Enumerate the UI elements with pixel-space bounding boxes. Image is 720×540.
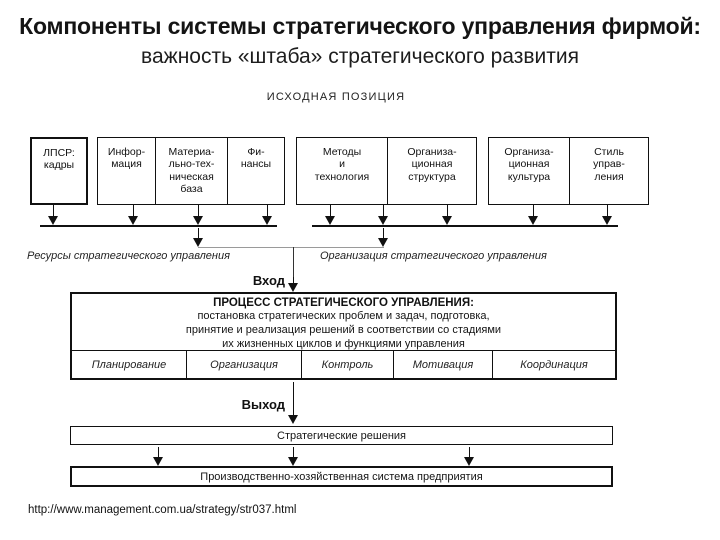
production-system-box: Производственно-хозяйственная система пр…	[70, 466, 613, 487]
resources-collector-line	[40, 225, 277, 227]
connector-arrow	[47, 205, 59, 225]
input-label: Вход	[252, 273, 285, 288]
process-description: постановка стратегических проблем и зада…	[185, 310, 502, 351]
slide-title-line1: Компоненты системы стратегического управ…	[19, 13, 701, 39]
center-connector-line	[293, 247, 294, 279]
box-information: Инфор- мация	[107, 146, 146, 171]
connector-arrow	[324, 205, 336, 225]
diagram-heading-initial-position: ИСХОДНАЯ ПОЗИЦИЯ	[266, 91, 406, 103]
box-material-base: Материа- льно-тех- ническая база	[155, 138, 227, 204]
output-label: Выход	[241, 397, 285, 412]
function-motivation: Мотивация	[393, 351, 492, 378]
organization-label: Организация стратегического управления	[320, 250, 547, 262]
connector-arrow	[527, 205, 539, 225]
connector-arrow	[261, 205, 273, 225]
connector-arrow	[192, 228, 204, 247]
function-coordination: Координация	[492, 351, 615, 378]
management-functions-row: Планирование Организация Контроль Мотива…	[72, 350, 615, 378]
connector-arrow	[152, 447, 164, 466]
production-system-label: Производственно-хозяйственная система пр…	[200, 470, 483, 483]
resources-label: Ресурсы стратегического управления	[27, 250, 230, 262]
connector-arrow	[463, 447, 475, 466]
group-methods-structure-boxes: Методы и технология Организа- ционная ст…	[296, 137, 477, 205]
group-culture-style-boxes: Организа- ционная культура Стиль управ- …	[488, 137, 649, 205]
output-arrow	[287, 402, 299, 424]
box-management-style: Стиль управ- ления	[569, 138, 648, 204]
connector-arrow	[601, 205, 613, 225]
function-planning: Планирование	[91, 358, 167, 371]
connector-arrow	[192, 205, 204, 225]
strategic-decisions-box: Стратегические решения	[70, 426, 613, 445]
slide-title-line2: важность «штаба» стратегического развити…	[141, 45, 579, 68]
box-org-structure: Организа- ционная структура	[387, 138, 476, 204]
connector-arrow	[287, 447, 299, 466]
box-finances: Фи- нансы	[227, 138, 284, 204]
connector-arrow	[377, 205, 389, 225]
connector-arrow	[127, 205, 139, 225]
group-resources-boxes: Инфор- мация Материа- льно-тех- ническая…	[97, 137, 285, 205]
process-box: ПРОЦЕСС СТРАТЕГИЧЕСКОГО УПРАВЛЕНИЯ: пост…	[70, 292, 617, 380]
box-lpsr-kadry: ЛПСР: кадры	[30, 137, 88, 205]
organization-collector-line	[312, 225, 618, 227]
strategic-decisions-label: Стратегические решения	[277, 429, 406, 442]
box-org-culture: Организа- ционная культура	[504, 146, 554, 183]
connector-arrow	[377, 228, 389, 247]
box-methods-technology: Методы и технология	[314, 146, 370, 183]
bracket-line	[198, 247, 384, 248]
input-arrow	[287, 277, 299, 292]
function-control: Контроль	[301, 351, 393, 378]
function-organization: Организация	[186, 351, 301, 378]
output-connector-line	[293, 382, 294, 402]
process-title: ПРОЦЕСС СТРАТЕГИЧЕСКОГО УПРАВЛЕНИЯ:	[213, 297, 474, 309]
source-url: http://www.management.com.ua/strategy/st…	[28, 504, 297, 516]
connector-arrow	[441, 205, 453, 225]
